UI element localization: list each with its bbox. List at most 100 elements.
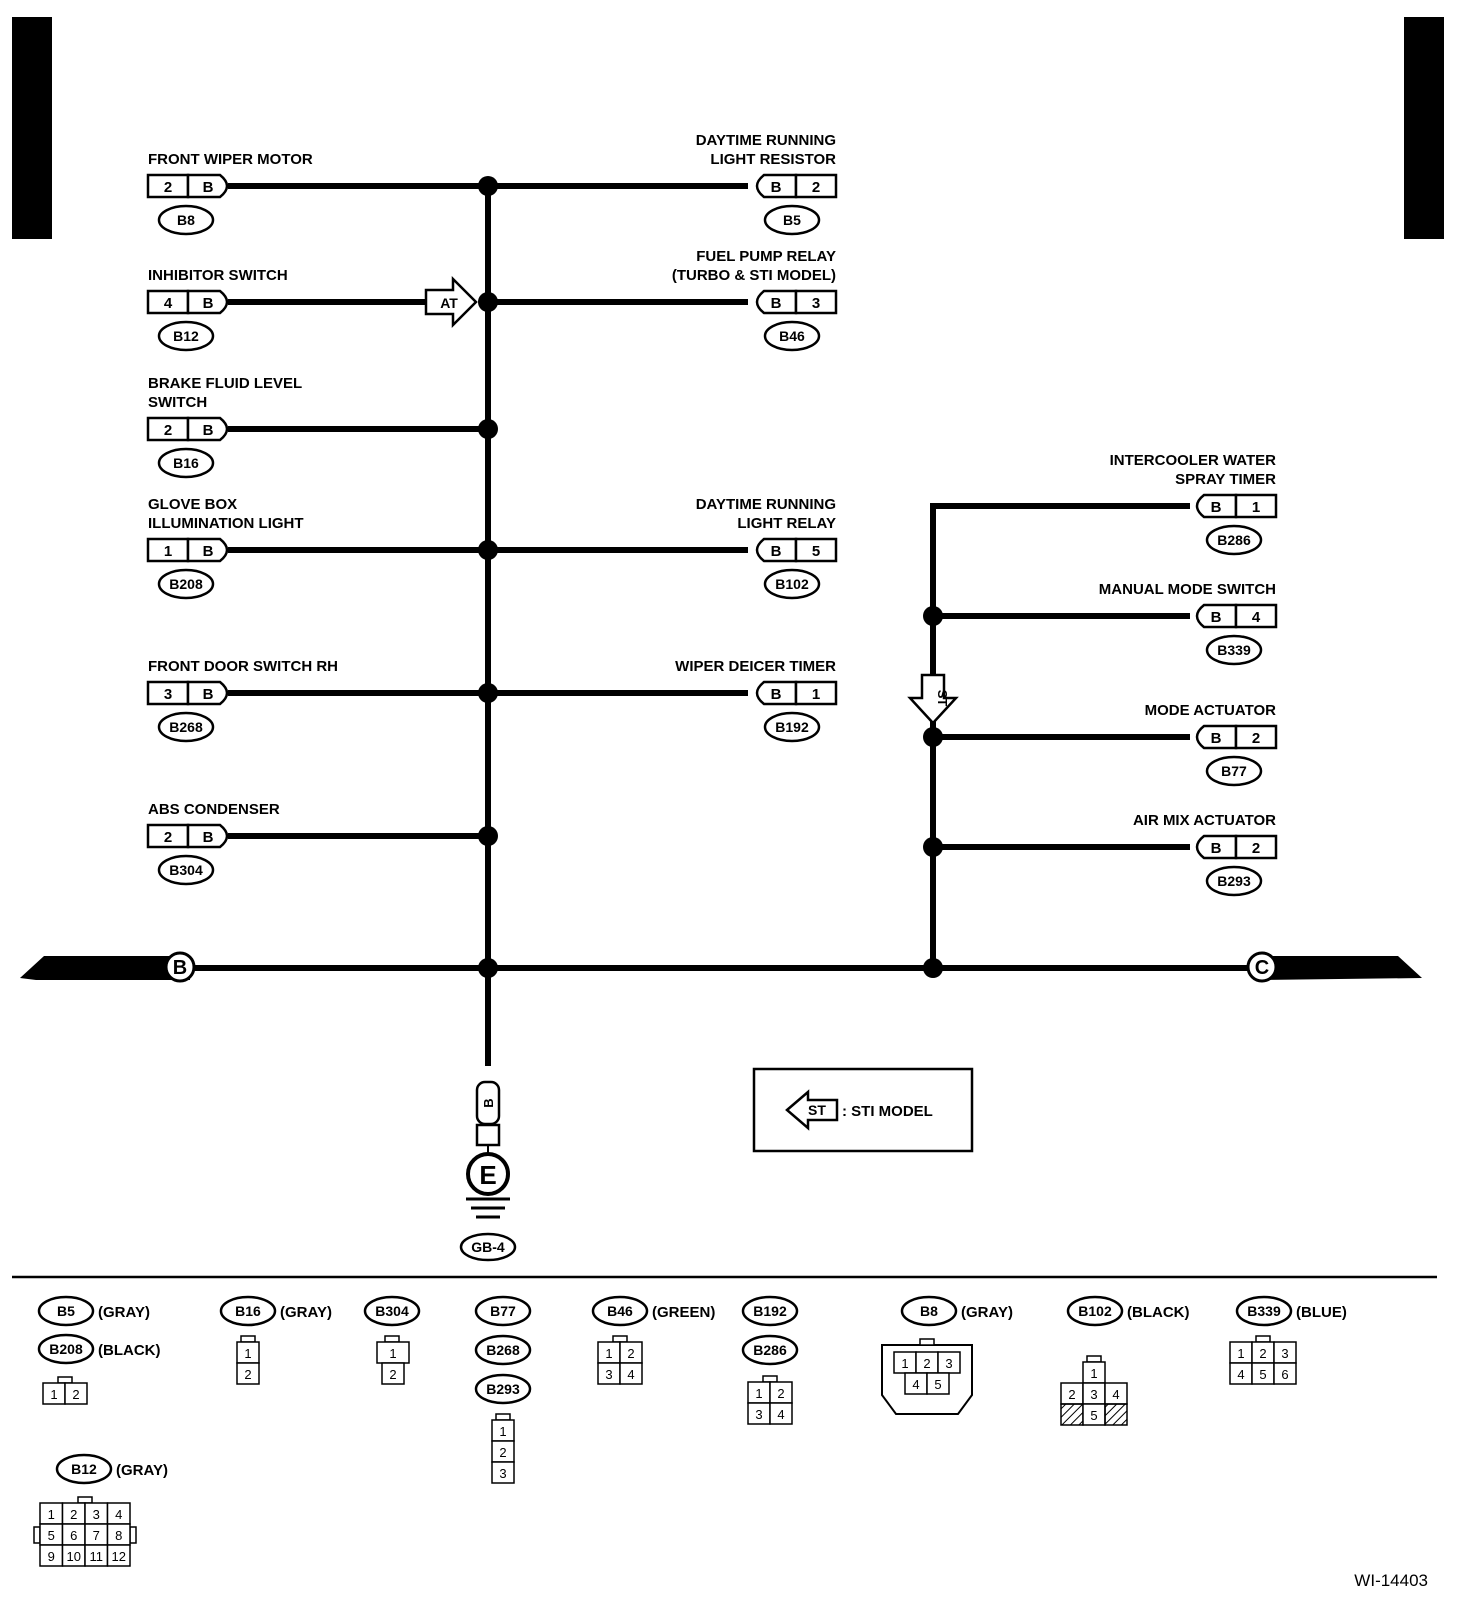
connector-color: (BLACK): [1127, 1304, 1189, 1321]
connector-pin-1: 1: [244, 1346, 251, 1361]
connector-pin-1: 1: [901, 1356, 908, 1371]
ground-connector: GB-4: [471, 1239, 505, 1255]
left-component-tag: B268: [169, 719, 203, 735]
connector-pin-9: 9: [48, 1549, 55, 1564]
connector-color: (GRAY): [98, 1304, 150, 1321]
connector-id-oval: [37, 1333, 95, 1365]
mid-component-tag-oval: [763, 204, 821, 236]
connector-pin-1: 1: [499, 1424, 506, 1439]
connector-pin-4: 4: [1112, 1387, 1119, 1402]
left-component-tag-oval: [157, 447, 215, 479]
ground-wire-text: B: [481, 1098, 496, 1107]
mid-component-label: DAYTIME RUNNING: [696, 496, 836, 513]
left-component-label: BRAKE FLUID LEVEL: [148, 375, 302, 392]
mid-component-pin: 1: [812, 686, 820, 703]
connector-pin-1: 1: [389, 1346, 396, 1361]
connector-pin-5: 5: [1090, 1408, 1097, 1423]
left-component-wire: B: [203, 179, 214, 196]
mid-component-label: WIPER DEICER TIMER: [675, 658, 836, 675]
connector-id: B268: [486, 1342, 520, 1358]
connector-pin-8: 8: [115, 1528, 122, 1543]
mid-component-wire: B: [771, 686, 782, 703]
connector-id-oval: [474, 1334, 532, 1366]
bus-left-label: GND-02: [88, 960, 150, 979]
right-component-label: INTERCOOLER WATER: [1110, 452, 1277, 469]
legend-flag-text: ST: [808, 1102, 826, 1118]
connector-pin-4: 4: [115, 1507, 122, 1522]
mid-component-wire: B: [771, 295, 782, 312]
connector-id: B286: [753, 1342, 787, 1358]
connector-id-oval: [1066, 1295, 1124, 1327]
right-component-tag-oval: [1205, 634, 1263, 666]
mid-component-label: DAYTIME RUNNING: [696, 132, 836, 149]
connector-pin-4: 4: [1237, 1367, 1244, 1382]
connector-pin-5: 5: [48, 1528, 55, 1543]
st-flag: ST: [907, 673, 959, 725]
connector-pin-12: 12: [112, 1549, 126, 1564]
right-component-tag-oval: [1205, 755, 1263, 787]
st-flag-text: ST: [935, 690, 950, 707]
connector-pin-2: 2: [70, 1507, 77, 1522]
connector-id-oval: [219, 1295, 277, 1327]
connector-pin-2: 2: [244, 1367, 251, 1382]
connector-pin-7: 7: [93, 1528, 100, 1543]
connector-pin-3: 3: [93, 1507, 100, 1522]
right-component-pin: 4: [1252, 609, 1261, 626]
right-component-tag: B77: [1221, 763, 1247, 779]
mid-component-label: (TURBO & STI MODEL): [672, 267, 836, 284]
mid-component-label: FUEL PUMP RELAY: [696, 248, 836, 265]
mid-component-wire: B: [771, 179, 782, 196]
connector-pin-11: 11: [90, 1549, 104, 1564]
connector-id-oval: [741, 1295, 799, 1327]
right-component-tag-oval: [1205, 524, 1263, 556]
left-component-pin: 2: [164, 179, 172, 196]
connector-pin-3: 3: [605, 1367, 612, 1382]
mid-component-tag-oval: [763, 568, 821, 600]
connector-pin-1: 1: [1090, 1366, 1097, 1381]
connector-color: (BLACK): [98, 1342, 160, 1359]
left-component-label: INHIBITOR SWITCH: [148, 267, 288, 284]
left-component-pin: 4: [164, 295, 173, 312]
connector-id: B8: [920, 1303, 938, 1319]
mid-component-wire: B: [771, 543, 782, 560]
left-component-wire: B: [203, 295, 214, 312]
mid-component-tag: B192: [775, 719, 809, 735]
left-component-label: ILLUMINATION LIGHT: [148, 515, 304, 532]
connector-pin-2: 2: [777, 1386, 784, 1401]
connector-pin-2: 2: [1259, 1346, 1266, 1361]
connector-id-oval: [591, 1295, 649, 1327]
connector-id: B5: [57, 1303, 75, 1319]
right-component-label: MANUAL MODE SWITCH: [1099, 581, 1276, 598]
left-component-label: SWITCH: [148, 394, 207, 411]
right-component-label: MODE ACTUATOR: [1145, 702, 1277, 719]
at-flag-text: AT: [440, 295, 458, 311]
left-component-tag-oval: [157, 854, 215, 886]
connector-pin-4: 4: [912, 1377, 919, 1392]
left-component-tag-oval: [157, 204, 215, 236]
right-component-wire: B: [1211, 840, 1222, 857]
right-component-wire: B: [1211, 730, 1222, 747]
left-component-wire: B: [203, 422, 214, 439]
connector-pin-2: 2: [389, 1367, 396, 1382]
right-component-label: AIR MIX ACTUATOR: [1133, 812, 1276, 829]
connector-pin-3: 3: [755, 1407, 762, 1422]
